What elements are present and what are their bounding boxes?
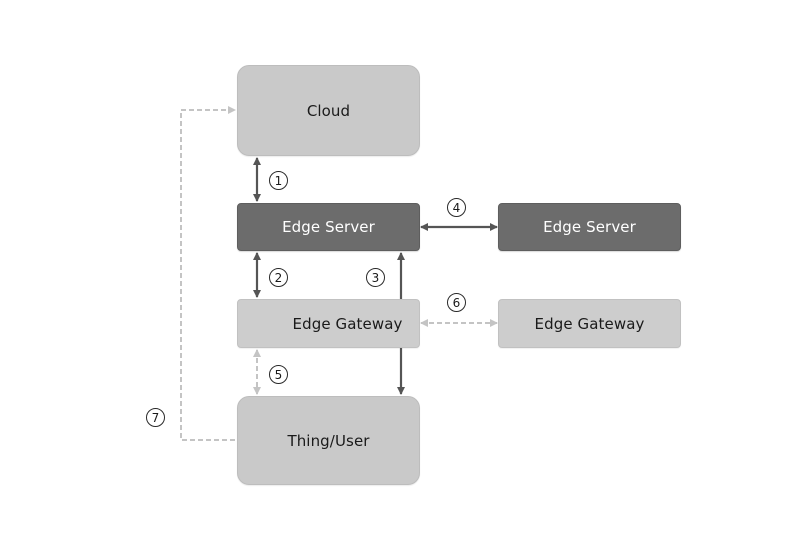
connection-marker-4: 4 (447, 198, 466, 217)
cloud-node: Cloud (237, 65, 420, 156)
edge-gateway-peer-node: Edge Gateway (498, 299, 681, 348)
edge-server-peer-node: Edge Server (498, 203, 681, 251)
thing-user-node: Thing/User (237, 396, 420, 485)
edge-server-peer-label: Edge Server (543, 218, 636, 236)
edge-gateway-peer-label: Edge Gateway (534, 314, 645, 333)
edge-server-node: Edge Server (237, 203, 420, 251)
connection-marker-1: 1 (269, 171, 288, 190)
cloud-label: Cloud (306, 101, 351, 120)
connection-marker-3: 3 (366, 268, 385, 287)
connector-thing-user-cloud (180, 106, 236, 441)
thing-user-label: Thing/User (287, 431, 370, 450)
edge-server-label: Edge Server (282, 218, 375, 236)
connection-marker-6: 6 (447, 293, 466, 312)
connection-marker-5: 5 (269, 365, 288, 384)
edge-gateway-node: Edge Gateway (237, 299, 420, 348)
edge-gateway-label: Edge Gateway (292, 314, 403, 333)
connection-marker-7: 7 (146, 408, 165, 427)
connection-marker-2: 2 (269, 268, 288, 287)
